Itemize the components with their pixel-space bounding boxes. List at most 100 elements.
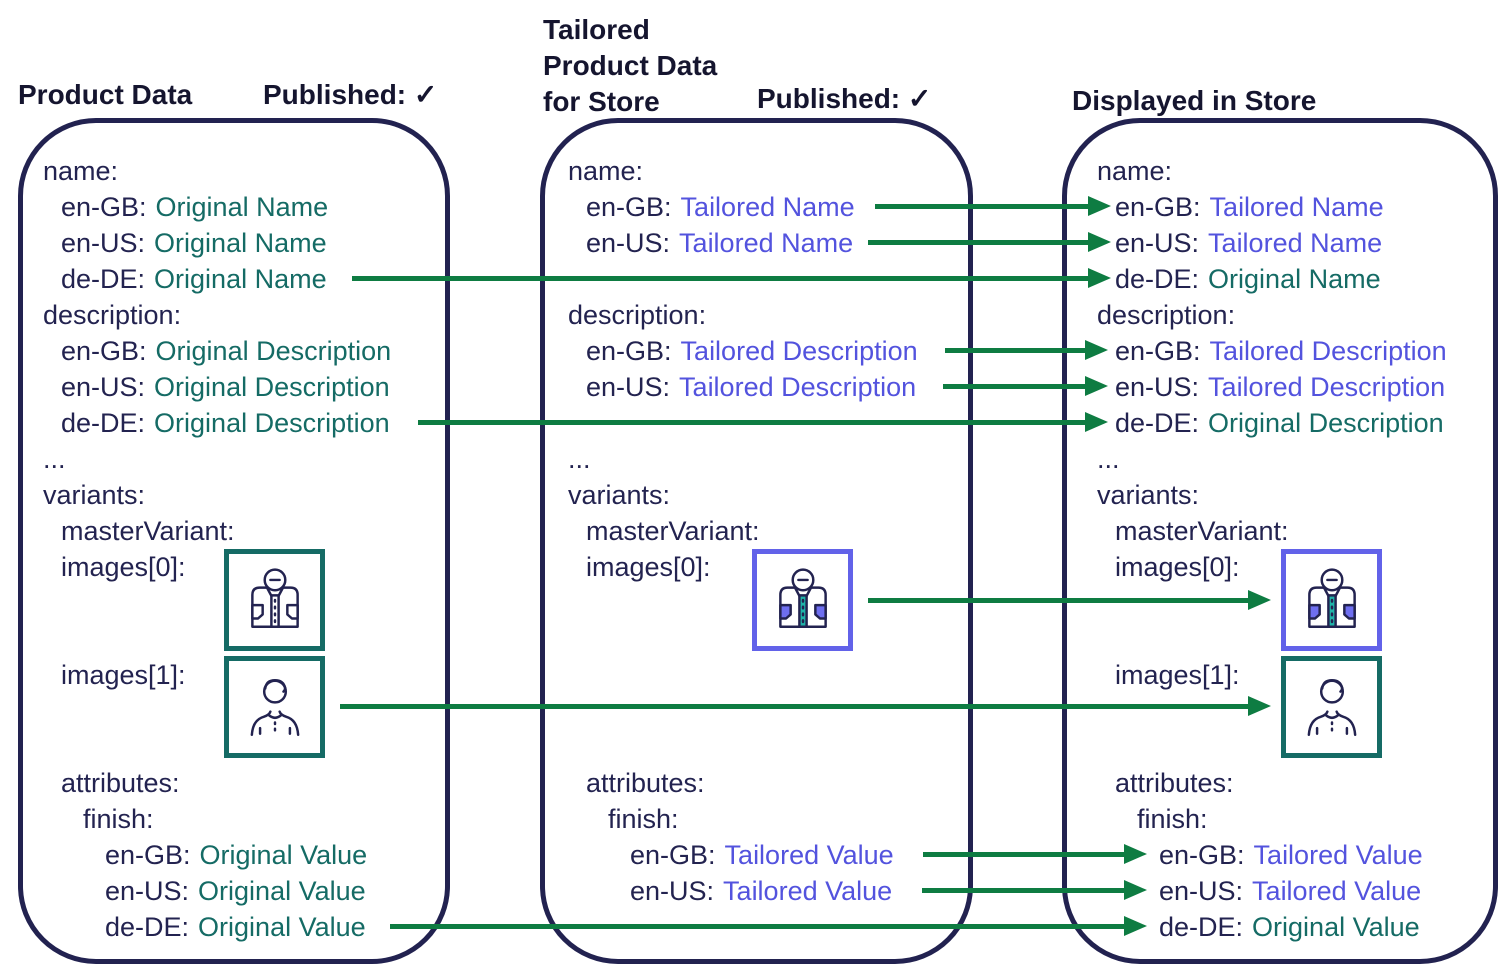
data-row: en-US:Original Value — [23, 873, 445, 909]
data-row: variants: — [1067, 477, 1493, 513]
middle-card-title-line-3: for Store — [543, 86, 660, 117]
data-row: finish: — [545, 801, 968, 837]
arrowhead-icon — [1124, 844, 1147, 864]
field-value: Original Description — [154, 408, 390, 438]
field-value: Tailored Name — [680, 192, 855, 222]
field-key: de-DE: — [61, 264, 146, 294]
field-key: images[1]: — [1115, 660, 1240, 690]
field-key: masterVariant: — [61, 516, 235, 546]
data-row: de-DE: Original Description — [23, 405, 445, 441]
data-row: en-GB:Tailored Value — [1067, 837, 1493, 873]
data-row: en-GB: Tailored Name — [1067, 189, 1493, 225]
data-row: images[1]: — [1067, 657, 1493, 693]
field-key: de-DE: — [1115, 264, 1200, 294]
field-key: en-GB: — [61, 336, 147, 366]
field-key: attributes: — [61, 768, 180, 798]
data-row: ... — [545, 441, 968, 477]
field-key: en-GB: — [586, 192, 672, 222]
arrow-images-0 — [868, 590, 1271, 610]
person-icon — [250, 679, 299, 737]
field-value: Tailored Description — [1209, 336, 1447, 366]
arrowhead-icon — [1124, 916, 1147, 936]
data-row: description: — [23, 297, 445, 333]
arrow-description-en-gb — [945, 340, 1108, 360]
field-key: en-US: — [61, 228, 146, 258]
field-key: en-US: — [586, 372, 671, 402]
middle-card-title-line-1: Tailored — [543, 14, 650, 45]
data-row: variants: — [23, 477, 445, 513]
field-key: variants: — [1097, 480, 1200, 510]
product-image-box-1 — [224, 656, 325, 758]
data-row: de-DE: Original Value — [23, 909, 445, 945]
data-row: en-US:Tailored Name — [1067, 225, 1493, 261]
data-row: masterVariant: — [1067, 513, 1493, 549]
data-row: variants: — [545, 477, 968, 513]
data-row: images[0]: — [545, 549, 968, 585]
field-value: Original Value — [198, 912, 366, 942]
arrowhead-icon — [1124, 880, 1147, 900]
data-row: name: — [23, 153, 445, 189]
data-row: name: — [1067, 153, 1493, 189]
field-value: Original Value — [1252, 912, 1420, 942]
field-key: attributes: — [586, 768, 705, 798]
field-key: en-US: — [586, 228, 671, 258]
shirt-colored-icon — [778, 568, 827, 628]
field-value: Tailored Name — [1209, 192, 1384, 222]
arrow-finish-de-de — [390, 916, 1147, 936]
data-row: finish: — [23, 801, 445, 837]
field-key: en-US: — [105, 876, 190, 906]
field-key: variants: — [568, 480, 671, 510]
field-key: name: — [568, 156, 644, 186]
field-key: en-US: — [630, 876, 715, 906]
product-image-box-0 — [224, 549, 325, 651]
arrowhead-icon — [1248, 590, 1271, 610]
data-row: en-GB:Original Description — [23, 333, 445, 369]
field-key: en-GB: — [586, 336, 672, 366]
data-row: ... — [1067, 441, 1493, 477]
field-key: description: — [43, 300, 182, 330]
middle-card-title-line-2: Product Data — [543, 50, 718, 81]
displayed-in-store-card: name: en-GB:Tailored Name en-US:Tailored… — [1062, 118, 1498, 964]
field-value: Original Description — [1208, 408, 1444, 438]
field-key: finish: — [1137, 804, 1208, 834]
field-key: en-US: — [1115, 372, 1200, 402]
field-value: Original Description — [154, 372, 390, 402]
field-key: images[0]: — [61, 552, 186, 582]
field-value: Tailored Description — [680, 336, 918, 366]
tailored-image-box-0 — [752, 549, 853, 651]
field-key: de-DE: — [1159, 912, 1244, 942]
arrow-finish-en-us — [922, 880, 1147, 900]
left-card-title: Product Data — [18, 79, 193, 110]
field-key: de-DE: — [61, 408, 146, 438]
field-key: en-US: — [1115, 228, 1200, 258]
data-row: ... — [23, 441, 445, 477]
field-value: Tailored Description — [679, 372, 917, 402]
field-key: images[1]: — [61, 660, 186, 690]
field-value: Original Value — [199, 840, 368, 870]
field-key: en-GB: — [61, 192, 147, 222]
data-row: en-GB: Tailored Name — [545, 189, 968, 225]
data-row: de-DE:Original Description — [1067, 405, 1493, 441]
field-key: en-GB: — [1115, 336, 1201, 366]
field-key: images[0]: — [1115, 552, 1240, 582]
tailored-product-data-card: name: en-GB: Tailored Name en-US: Tailored… — [540, 118, 973, 964]
data-row: en-GB:Original Name — [23, 189, 445, 225]
displayed-in-store-rows: name: en-GB:Tailored Name en-US:Tailored… — [1067, 153, 1493, 945]
field-value: Tailored Description — [1208, 372, 1446, 402]
data-row: en-US: Tailored Value — [545, 873, 968, 909]
arrowhead-icon — [1085, 412, 1108, 432]
data-row: attributes: — [23, 765, 445, 801]
field-value: Tailored Value — [723, 876, 893, 906]
data-row: description: — [545, 297, 968, 333]
arrowhead-icon — [1248, 696, 1271, 716]
field-key: name: — [43, 156, 119, 186]
arrow-description-de-de — [418, 412, 1108, 432]
field-key: finish: — [83, 804, 154, 834]
left-card-published-status: Published: ✓ — [263, 79, 438, 110]
middle-card-title: Tailored Product Data for Store — [543, 12, 717, 120]
field-key: en-GB: — [1115, 192, 1201, 222]
field-key: de-DE: — [105, 912, 190, 942]
arrow-images-1 — [340, 696, 1271, 716]
data-row: en-US: Tailored Description — [1067, 369, 1493, 405]
data-row: images[1]: — [23, 657, 445, 693]
